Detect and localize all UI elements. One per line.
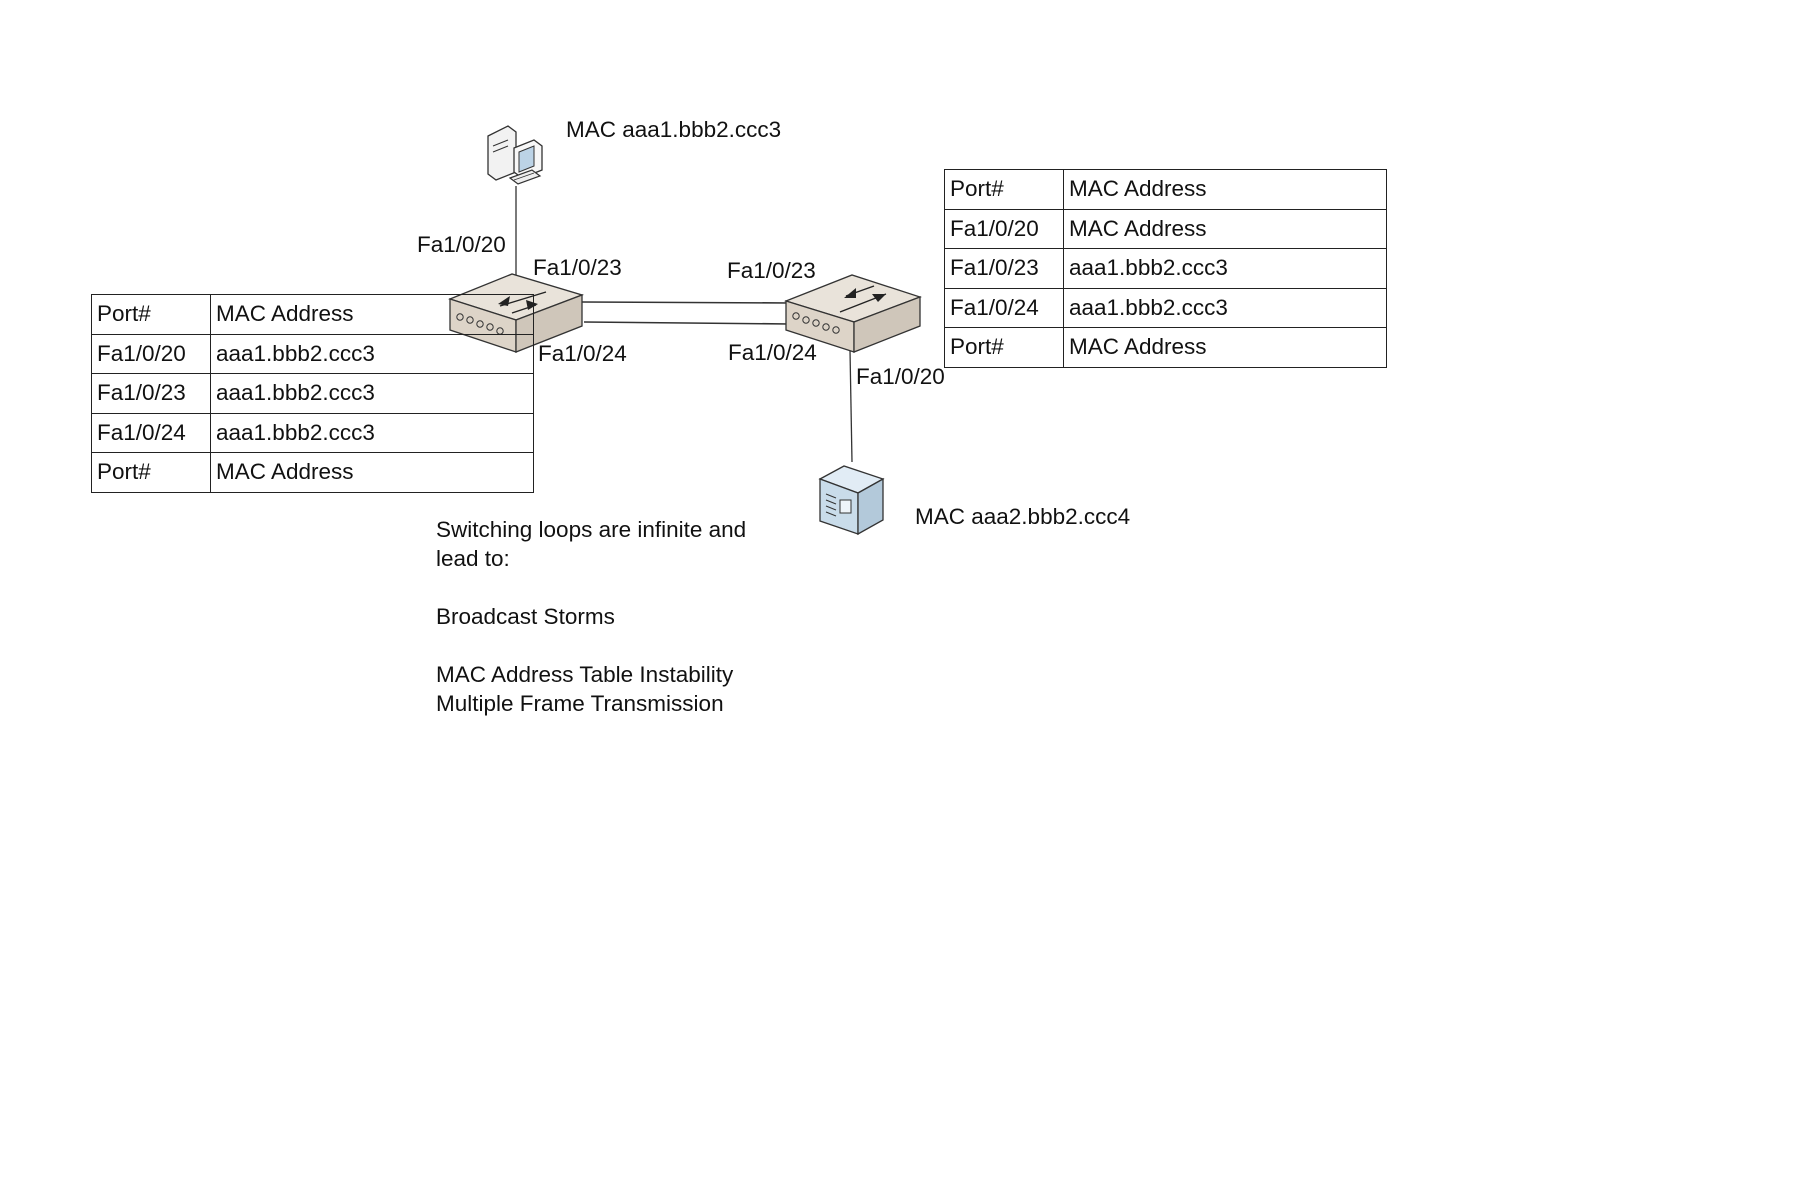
right-switch-port-fa1-0-24-label: Fa1/0/24: [728, 340, 817, 365]
notes-item-broadcast-storms: Broadcast Storms: [436, 604, 615, 629]
notes-item-mac-table-instability: MAC Address Table Instability: [436, 662, 734, 687]
table-row: Port# MAC Address: [91, 452, 534, 493]
notes-item-multiple-frame-transmission: Multiple Frame Transmission: [436, 691, 724, 716]
table-row: Port# MAC Address: [944, 169, 1387, 210]
port-cell: Port#: [944, 327, 1064, 368]
table-row: Fa1/0/20 MAC Address: [944, 208, 1387, 249]
mac-cell: MAC Address: [1063, 169, 1387, 210]
port-cell: Fa1/0/23: [91, 373, 211, 414]
port-cell: Fa1/0/24: [91, 412, 211, 453]
desktop-computer-icon: [487, 125, 543, 185]
table-row: Port# MAC Address: [944, 327, 1387, 368]
mac-cell: aaa1.bbb2.ccc3: [210, 333, 534, 374]
pc-mac-label: MAC aaa1.bbb2.ccc3: [566, 117, 782, 142]
left-switch-port-fa1-0-23-label: Fa1/0/23: [533, 255, 622, 280]
port-cell: Port#: [944, 169, 1064, 210]
right-switch-mac-table: Port# MAC Address Fa1/0/20 MAC Address F…: [944, 169, 1387, 368]
server-icon: [818, 465, 885, 536]
right-switch-icon: [784, 274, 922, 353]
notes-spacer: [436, 573, 746, 602]
mac-cell: aaa1.bbb2.ccc3: [210, 373, 534, 414]
mac-cell: MAC Address: [210, 452, 534, 493]
table-row: Fa1/0/23 aaa1.bbb2.ccc3: [91, 373, 534, 414]
mac-cell: MAC Address: [1063, 208, 1387, 249]
switch-to-server-link: [849, 349, 853, 463]
port-cell: Fa1/0/20: [944, 208, 1064, 249]
mac-cell: aaa1.bbb2.ccc3: [210, 412, 534, 453]
mac-cell: MAC Address: [1063, 327, 1387, 368]
mac-cell: aaa1.bbb2.ccc3: [1063, 248, 1387, 289]
mac-cell: MAC Address: [210, 294, 534, 335]
notes-line: lead to:: [436, 546, 510, 571]
port-cell: Port#: [91, 452, 211, 493]
table-row: Fa1/0/23 aaa1.bbb2.ccc3: [944, 248, 1387, 289]
port-cell: Fa1/0/24: [944, 287, 1064, 328]
left-switch-port-fa1-0-20-label: Fa1/0/20: [417, 232, 506, 257]
table-row: Fa1/0/20 aaa1.bbb2.ccc3: [91, 333, 534, 374]
right-switch-port-fa1-0-20-label: Fa1/0/20: [856, 364, 945, 389]
mac-cell: aaa1.bbb2.ccc3: [1063, 287, 1387, 328]
left-switch-port-fa1-0-24-label: Fa1/0/24: [538, 341, 627, 366]
right-switch-port-fa1-0-23-label: Fa1/0/23: [727, 258, 816, 283]
notes-spacer: [436, 631, 746, 660]
left-switch-mac-table: Port# MAC Address Fa1/0/20 aaa1.bbb2.ccc…: [91, 294, 534, 493]
trunk-link-fa1-0-24: [583, 321, 791, 325]
port-cell: Port#: [91, 294, 211, 335]
table-row: Fa1/0/24 aaa1.bbb2.ccc3: [944, 287, 1387, 328]
switching-loop-notes: Switching loops are infinite and lead to…: [436, 515, 746, 718]
table-row: Fa1/0/24 aaa1.bbb2.ccc3: [91, 412, 534, 453]
server-mac-label: MAC aaa2.bbb2.ccc4: [915, 504, 1131, 529]
table-row: Port# MAC Address: [91, 294, 534, 335]
port-cell: Fa1/0/20: [91, 333, 211, 374]
notes-line: Switching loops are infinite and: [436, 517, 747, 542]
trunk-link-fa1-0-23: [581, 301, 792, 304]
port-cell: Fa1/0/23: [944, 248, 1064, 289]
